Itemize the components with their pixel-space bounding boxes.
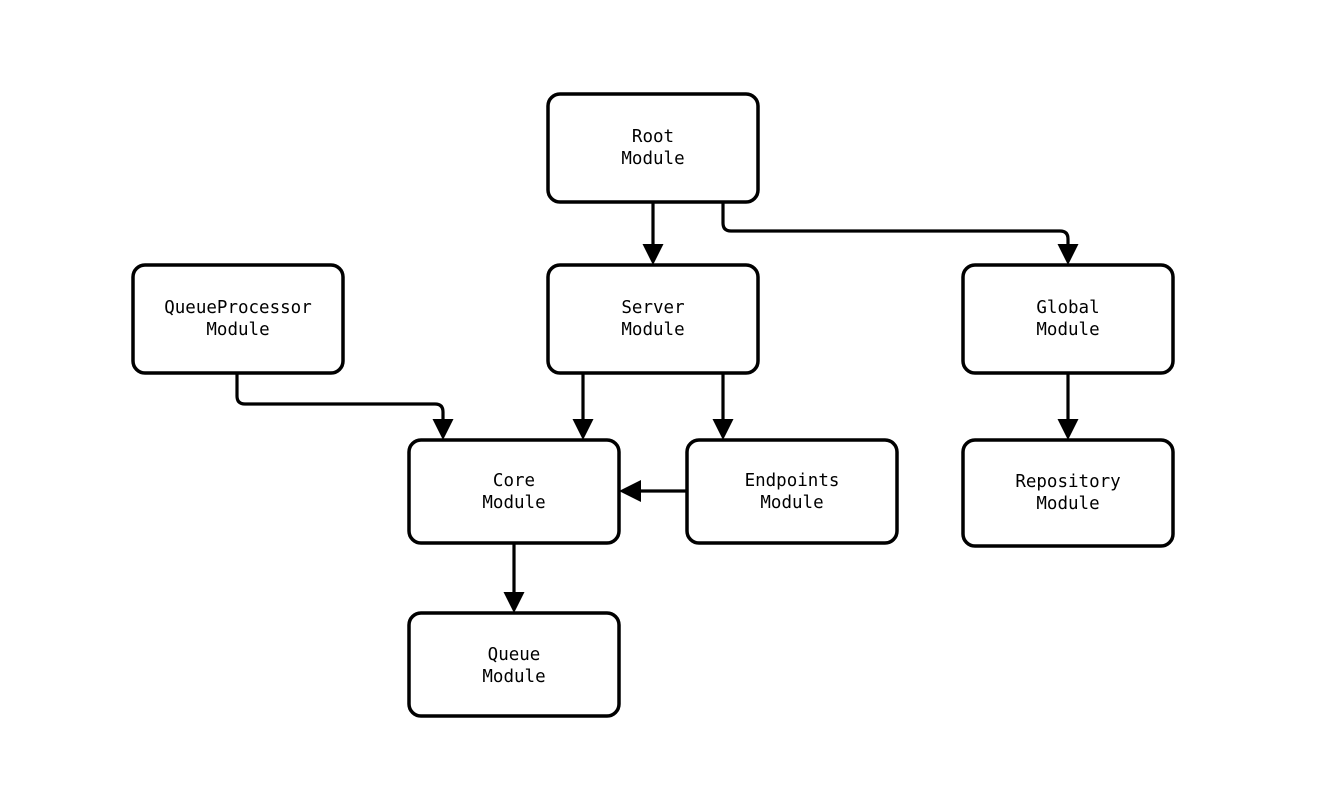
node-label-line2: Module <box>206 320 269 340</box>
arrowhead <box>1057 419 1079 440</box>
node-label-line1: Queue <box>488 645 541 665</box>
edge-line <box>235 373 445 421</box>
node-root-module[interactable]: Root Module <box>546 92 760 204</box>
node-label-line1: Core <box>493 471 535 491</box>
node-endpoints-module[interactable]: Endpoints Module <box>685 438 899 545</box>
node-label-line2: Module <box>482 493 545 513</box>
node-label-line1: Repository <box>1015 472 1120 492</box>
edge-layer <box>235 202 1079 613</box>
node-repository-module[interactable]: Repository Module <box>961 438 1175 548</box>
node-label-line1: Endpoints <box>745 471 840 491</box>
arrowhead <box>642 244 664 265</box>
node-queue-module[interactable]: Queue Module <box>407 611 621 718</box>
node-label-line2: Module <box>482 667 545 687</box>
node-core-module[interactable]: Core Module <box>407 438 621 545</box>
node-queueprocessor-module[interactable]: QueueProcessor Module <box>131 263 345 375</box>
node-label-line2: Module <box>621 320 684 340</box>
node-box[interactable] <box>546 92 760 204</box>
node-global-module[interactable]: Global Module <box>961 263 1175 375</box>
node-box[interactable] <box>407 438 621 545</box>
edge-core-to-queue <box>503 543 525 613</box>
edge-root-to-server <box>642 202 664 265</box>
arrowhead <box>1057 244 1079 265</box>
edge-global-to-repository <box>1057 373 1079 440</box>
node-label-line2: Module <box>760 493 823 513</box>
node-label-line1: Server <box>621 298 684 318</box>
edge-root-to-global <box>721 202 1079 265</box>
node-box[interactable] <box>685 438 899 545</box>
arrowhead <box>572 419 594 440</box>
node-server-module[interactable]: Server Module <box>546 263 760 375</box>
arrowhead <box>712 419 734 440</box>
arrowhead <box>503 592 525 613</box>
node-box[interactable] <box>407 611 621 718</box>
node-label-line2: Module <box>1036 320 1099 340</box>
node-box[interactable] <box>546 263 760 375</box>
node-box[interactable] <box>961 263 1175 375</box>
node-label-line1: QueueProcessor <box>164 298 312 318</box>
node-label-line1: Root <box>632 127 674 147</box>
node-label-line1: Global <box>1036 298 1099 318</box>
edge-line <box>721 202 1070 246</box>
arrowhead <box>432 419 454 440</box>
node-label-line2: Module <box>1036 494 1099 514</box>
arrowhead <box>619 480 641 502</box>
node-layer: Root Module QueueProcessor Module Server… <box>131 92 1175 718</box>
edge-server-to-endpoints <box>712 373 734 440</box>
edge-queueprocessor-to-core <box>235 373 454 440</box>
edge-endpoints-to-core <box>619 480 687 502</box>
node-box[interactable] <box>961 438 1175 548</box>
node-label-line2: Module <box>621 149 684 169</box>
edge-server-to-core <box>572 373 594 440</box>
node-box[interactable] <box>131 263 345 375</box>
